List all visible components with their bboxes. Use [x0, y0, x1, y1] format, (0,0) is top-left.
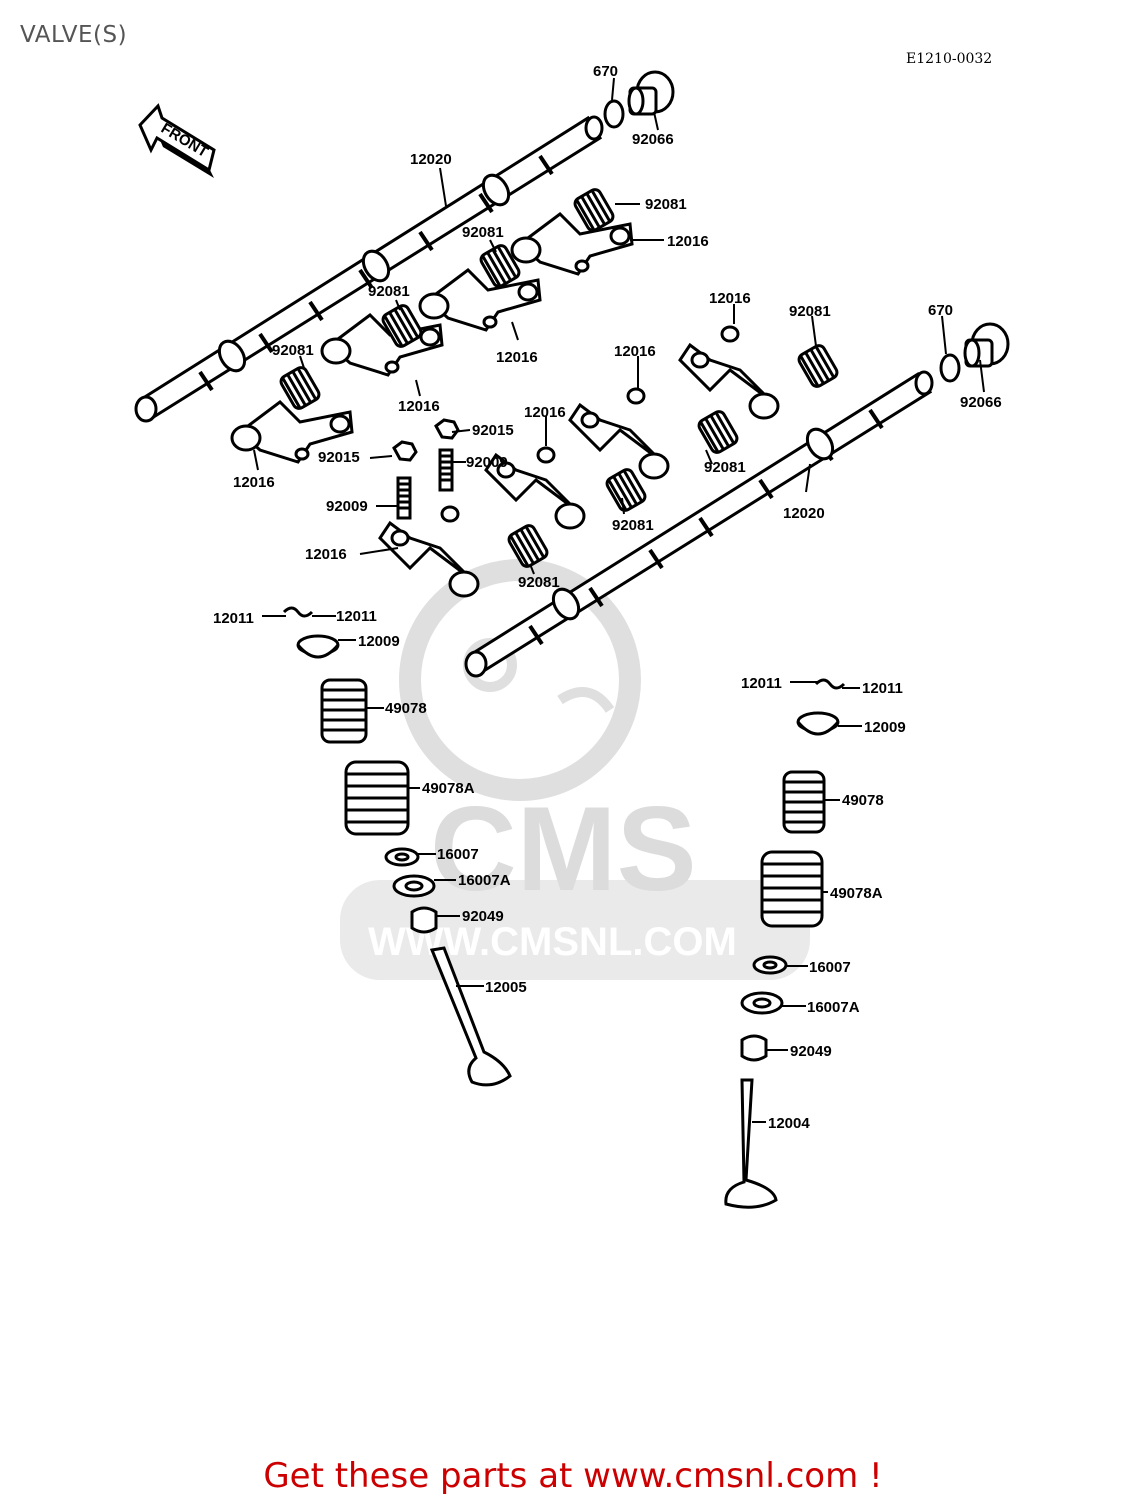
camshaft-lower	[464, 370, 934, 678]
footer-parts-link[interactable]: Get these parts at www.cmsnl.com !	[263, 1456, 883, 1496]
part-label-92015-a[interactable]: 92015	[472, 422, 514, 439]
part-label-12011-b[interactable]: 12011	[336, 608, 377, 625]
diagram-code: E1210-0032	[906, 51, 993, 67]
front-direction-arrow: FRONT	[138, 103, 216, 178]
part-label-92009-a[interactable]: 92009	[466, 454, 508, 471]
watermark-mascot-head	[399, 559, 641, 801]
camshaft-upper	[134, 115, 604, 423]
part-label-92081-e[interactable]: 92081	[789, 303, 831, 320]
part-label-12016-g[interactable]: 12016	[524, 404, 566, 421]
part-label-92081-f[interactable]: 92081	[704, 459, 746, 476]
watermark-mascot-mouth	[557, 687, 615, 713]
part-label-92081-h[interactable]: 92081	[518, 574, 560, 591]
watermark-url-bar	[340, 880, 810, 980]
page-title: VALVE(S)	[20, 22, 128, 48]
part-label-16007A-right[interactable]: 16007A	[807, 999, 860, 1016]
part-label-92081-a[interactable]: 92081	[645, 196, 687, 213]
part-label-16007-right[interactable]: 16007	[809, 959, 851, 976]
part-label-92081-g[interactable]: 92081	[612, 517, 654, 534]
rocker-arms	[230, 212, 780, 598]
part-label-12016-f[interactable]: 12016	[614, 343, 656, 360]
part-label-12016-d[interactable]: 12016	[233, 474, 275, 491]
part-label-92081-b[interactable]: 92081	[462, 224, 504, 241]
part-label-12009-right[interactable]: 12009	[864, 719, 906, 736]
part-label-92081-d[interactable]: 92081	[272, 342, 314, 359]
part-label-49078-right[interactable]: 49078	[842, 792, 884, 809]
part-label-12016-a[interactable]: 12016	[667, 233, 709, 250]
plug-bottom	[939, 322, 1010, 383]
part-label-12016-h[interactable]: 12016	[305, 546, 347, 563]
leader-lines	[253, 77, 985, 1123]
part-label-12016-b[interactable]: 12016	[496, 349, 538, 366]
part-label-12011-c[interactable]: 12011	[741, 675, 782, 692]
part-label-12004[interactable]: 12004	[768, 1115, 810, 1132]
part-label-12016-e[interactable]: 12016	[709, 290, 751, 307]
part-label-92049-right[interactable]: 92049	[790, 1043, 832, 1060]
part-label-12016-c[interactable]: 12016	[398, 398, 440, 415]
part-label-12005[interactable]: 12005	[485, 979, 527, 996]
part-label-92009-b[interactable]: 92009	[326, 498, 368, 515]
part-label-12009-left[interactable]: 12009	[358, 633, 400, 650]
part-label-92081-c[interactable]: 92081	[368, 283, 410, 300]
part-label-92066-top[interactable]: 92066	[632, 131, 674, 148]
part-label-16007A-left[interactable]: 16007A	[458, 872, 511, 889]
valve-stack-right	[724, 678, 846, 1209]
part-label-49078A-right[interactable]: 49078A	[830, 885, 883, 902]
part-label-12011-d[interactable]: 12011	[862, 680, 903, 697]
watermark: CMS WWW.CMSNL.COM	[340, 559, 810, 980]
exploded-parts-diagram: CMS WWW.CMSNL.COM FRONT	[134, 63, 1010, 1209]
part-labels: 670 92066 12020 92081 12016 92081 92081 …	[213, 63, 1002, 1132]
part-label-12020-top[interactable]: 12020	[410, 151, 452, 168]
part-label-12011-a[interactable]: 12011	[213, 610, 254, 627]
part-label-12020-bottom[interactable]: 12020	[783, 505, 825, 522]
footer-link-row: Get these parts at www.cmsnl.com !	[0, 1456, 1146, 1496]
part-label-16007-left[interactable]: 16007	[437, 846, 479, 863]
part-label-670-top[interactable]: 670	[593, 63, 618, 80]
valve-stack-left	[282, 606, 512, 1087]
part-label-49078A-left[interactable]: 49078A	[422, 780, 475, 797]
nuts-and-studs	[392, 325, 740, 523]
plug-top	[603, 70, 675, 129]
watermark-brand: CMS	[430, 782, 697, 916]
part-label-49078-left[interactable]: 49078	[385, 700, 427, 717]
part-label-92066-bottom[interactable]: 92066	[960, 394, 1002, 411]
part-label-92015-b[interactable]: 92015	[318, 449, 360, 466]
rocker-springs	[279, 188, 839, 568]
part-label-670-bottom[interactable]: 670	[928, 302, 953, 319]
part-label-92049-left[interactable]: 92049	[462, 908, 504, 925]
